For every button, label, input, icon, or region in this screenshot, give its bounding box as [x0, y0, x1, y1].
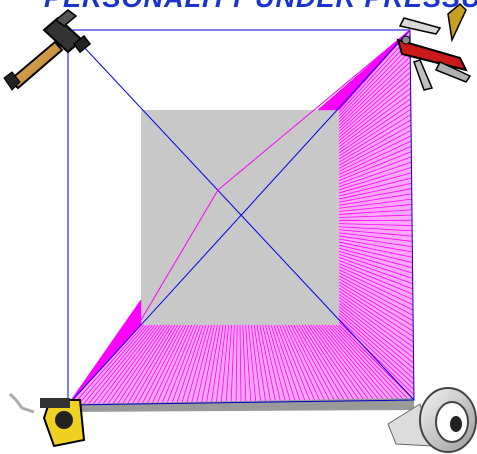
- tape-measure-icon: [10, 394, 84, 446]
- hammer-icon: [4, 10, 90, 90]
